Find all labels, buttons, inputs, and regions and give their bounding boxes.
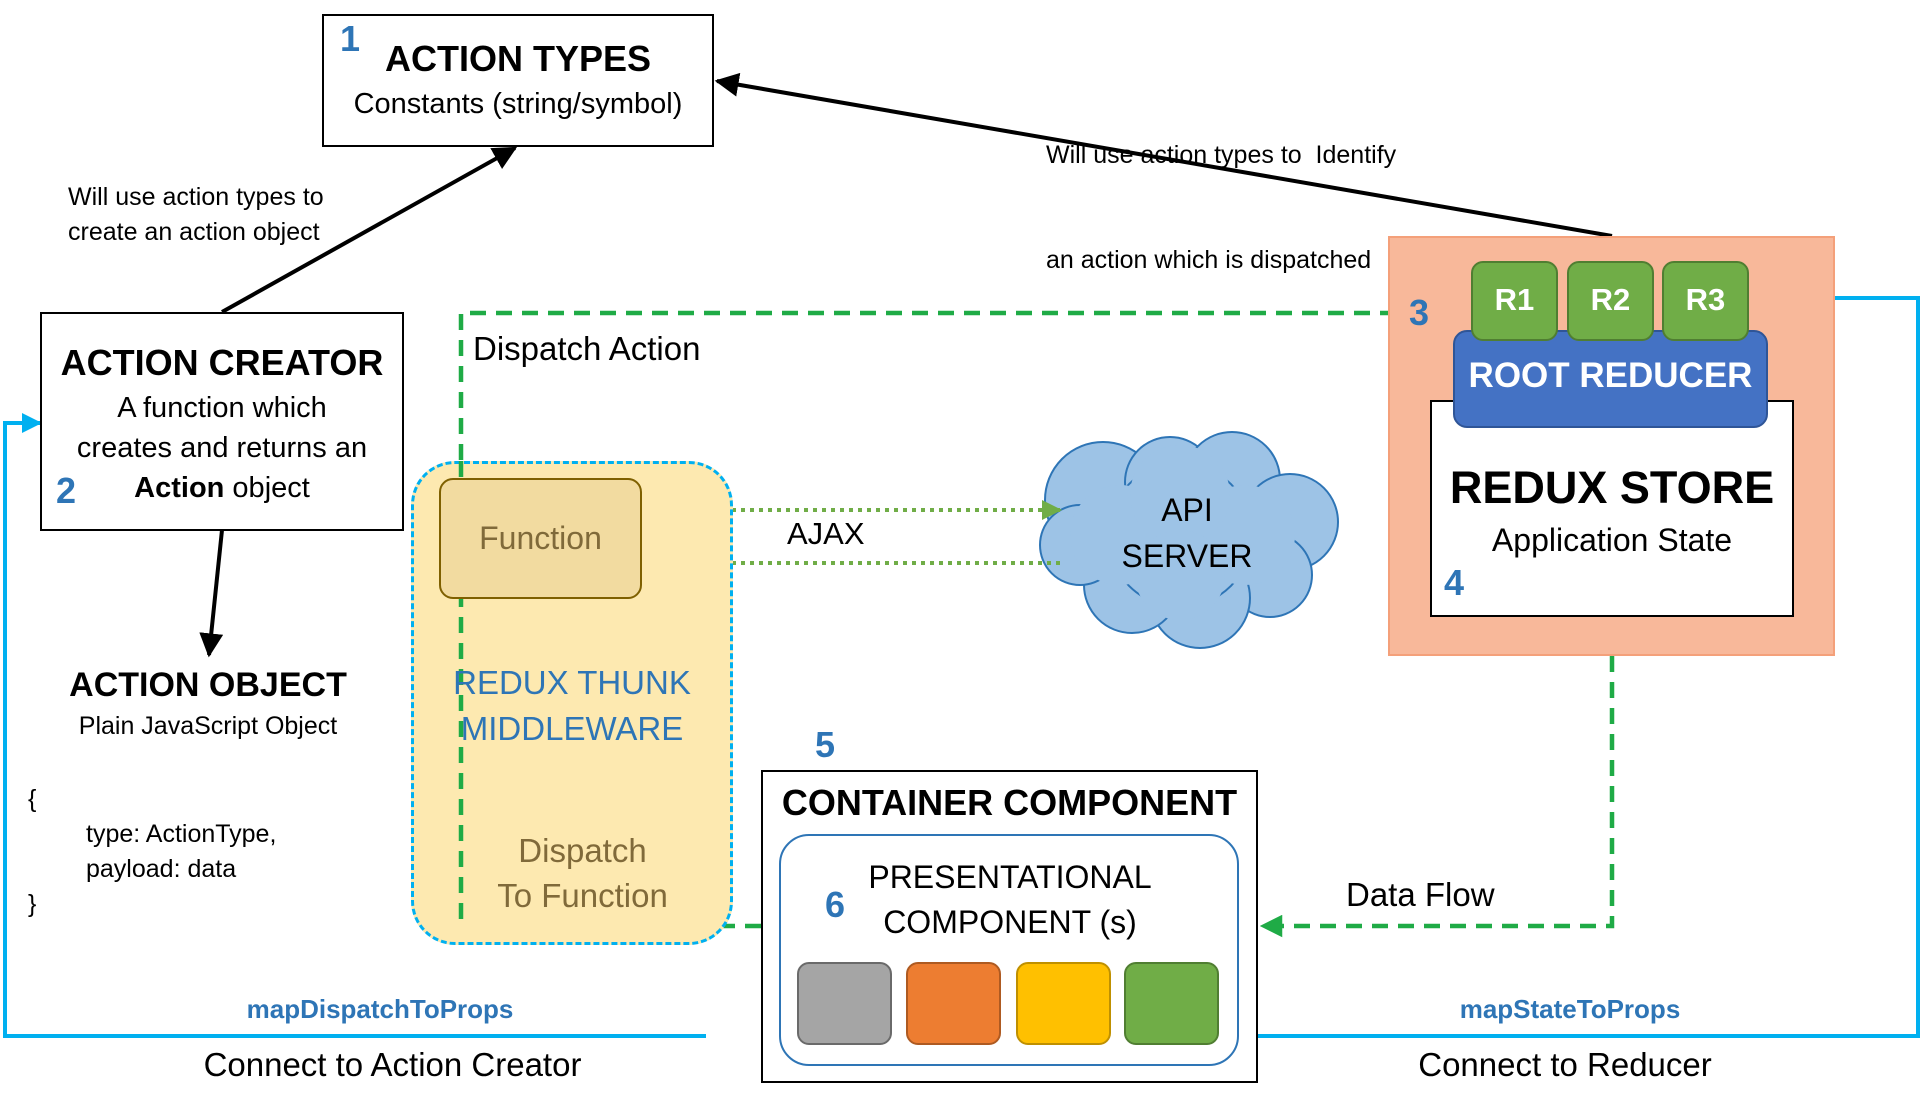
middleware-title-line1: REDUX THUNK <box>453 664 691 701</box>
component-swatch-gray <box>797 962 892 1045</box>
reducer-r1-label: R1 <box>1494 282 1535 317</box>
code-close-brace: } <box>28 890 37 918</box>
creator-to-types-label-line2: create an action object <box>68 218 320 246</box>
redux-store-title: REDUX STORE <box>1449 462 1775 513</box>
action-object-title: ACTION OBJECT <box>69 666 347 704</box>
reducer-to-types-label-line2: an action which is dispatched <box>1046 246 1372 274</box>
action-creator-line2: creates and returns an <box>76 432 368 464</box>
action-object-subtitle: Plain JavaScript Object <box>78 712 338 740</box>
action-types-number: 1 <box>340 18 361 59</box>
redux-store-number: 4 <box>1444 562 1465 603</box>
object-word: object <box>224 472 310 504</box>
presentational-number: 6 <box>825 884 846 925</box>
code-open-brace: { <box>28 785 37 813</box>
dispatch-to-function-label: Dispatch To Function <box>420 828 745 918</box>
action-types-box: 1 ACTION TYPES Constants (string/symbol) <box>322 14 714 147</box>
presentational-label: PRESENTATIONAL COMPONENT (s) <box>830 855 1190 945</box>
action-types-title: ACTION TYPES <box>384 38 652 79</box>
reducer-to-types-label: Will use action types to Identify an act… <box>1046 68 1396 313</box>
dispatch-action-label: Dispatch Action <box>473 330 701 367</box>
map-state-label: mapStateToProps <box>1459 994 1681 1024</box>
reducer-to-types-label-line1: Will use action types to Identify <box>1046 141 1397 169</box>
reducer-r3 <box>1662 261 1749 341</box>
action-creator-line1: A function which <box>117 392 327 424</box>
reducer-r1 <box>1471 261 1558 341</box>
ajax-label: AJAX <box>787 516 865 551</box>
action-creator-number: 2 <box>56 470 77 511</box>
creator-to-types-arrow <box>221 146 518 314</box>
dispatch-to-function-line2: To Function <box>497 877 668 914</box>
action-creator-title: ACTION CREATOR <box>60 342 384 383</box>
reducer-r3-label: R3 <box>1685 282 1726 317</box>
api-server-line1: API <box>1161 492 1213 528</box>
component-swatch-green <box>1124 962 1219 1045</box>
presentational-label-line1: PRESENTATIONAL <box>868 859 1152 895</box>
connect-reducer-label: Connect to Reducer <box>1418 1046 1712 1083</box>
data-flow-line <box>1259 656 1615 938</box>
creator-to-types-label-line1: Will use action types to <box>68 183 324 211</box>
root-reducer <box>1453 330 1768 428</box>
presentational-label-line2: COMPONENT (s) <box>883 904 1137 940</box>
reducer-r2-label: R2 <box>1590 282 1631 317</box>
root-reducer-label: ROOT REDUCER <box>1468 356 1753 395</box>
middleware-title: REDUX THUNK MIDDLEWARE <box>411 660 733 752</box>
code-payload-line: payload: data <box>86 855 237 883</box>
redux-store-subtitle: Application State <box>1491 522 1733 558</box>
component-swatch-yellow <box>1016 962 1111 1045</box>
creator-to-types-label: Will use action types to create an actio… <box>68 180 324 250</box>
map-dispatch-label: mapDispatchToProps <box>246 994 514 1024</box>
api-server-line2: SERVER <box>1121 538 1253 574</box>
creator-to-object-arrow <box>199 529 224 658</box>
connect-creator-label: Connect to Action Creator <box>203 1046 582 1083</box>
action-creator-box: ACTION CREATOR A function which creates … <box>40 312 404 531</box>
container-component-title: CONTAINER COMPONENT <box>781 782 1238 823</box>
code-type-line: type: ActionType, <box>86 820 277 848</box>
action-keyword: Action <box>134 472 225 504</box>
action-creator-line3: Action object <box>42 472 402 505</box>
redux-store-inner <box>1430 400 1794 617</box>
api-server-label: API SERVER <box>1087 487 1287 579</box>
action-object-code: { type: ActionType, payload: data } <box>28 782 276 922</box>
container-number: 5 <box>815 724 836 765</box>
function-label: Function <box>479 520 602 556</box>
action-types-subtitle: Constants (string/symbol) <box>353 88 683 120</box>
reducer-to-types-arrow <box>714 72 1613 238</box>
reducer-r2 <box>1567 261 1654 341</box>
map-state-connector <box>1238 288 1920 1038</box>
middleware-title-line2: MIDDLEWARE <box>460 710 684 747</box>
reducer-number: 3 <box>1409 292 1430 333</box>
dispatch-to-function-line1: Dispatch <box>518 832 647 869</box>
api-server-cloud <box>1039 431 1339 649</box>
data-flow-label: Data Flow <box>1346 876 1495 913</box>
map-dispatch-connector <box>3 413 706 1038</box>
function-box <box>439 478 642 599</box>
component-swatch-orange <box>906 962 1001 1045</box>
